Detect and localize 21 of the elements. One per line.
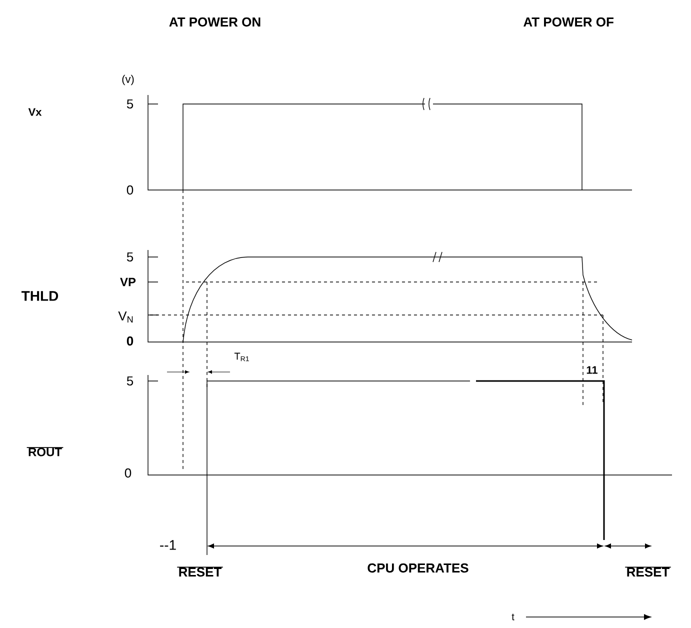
dimension-label: 11	[586, 366, 598, 374]
state-label: RESET	[176, 566, 224, 577]
tick-label: 0	[126, 185, 134, 195]
tick-label: 0	[126, 336, 134, 346]
dimension-label: --1	[160, 540, 176, 550]
signal-name: Vx	[28, 108, 42, 116]
state-label: RESET	[624, 566, 672, 577]
signal-name: ROUT	[26, 447, 64, 456]
unit-label: (v)	[122, 74, 134, 86]
tick-label: V$_{N}$	[118, 311, 133, 323]
state-label: CPU OPERATES	[368, 563, 468, 573]
tick-label: 5	[126, 376, 134, 386]
signal-name: THLD	[22, 291, 58, 301]
dimension-label: T$_{R1}$	[234, 352, 249, 362]
heading: AT POWER ON	[169, 17, 260, 27]
tick-label: 0	[124, 468, 132, 478]
tick-label: VP	[120, 278, 136, 286]
axis-label: t	[512, 614, 514, 620]
tick-label: 5	[126, 252, 134, 262]
tick-label: 5	[126, 99, 134, 109]
heading: AT POWER OF	[524, 17, 614, 27]
